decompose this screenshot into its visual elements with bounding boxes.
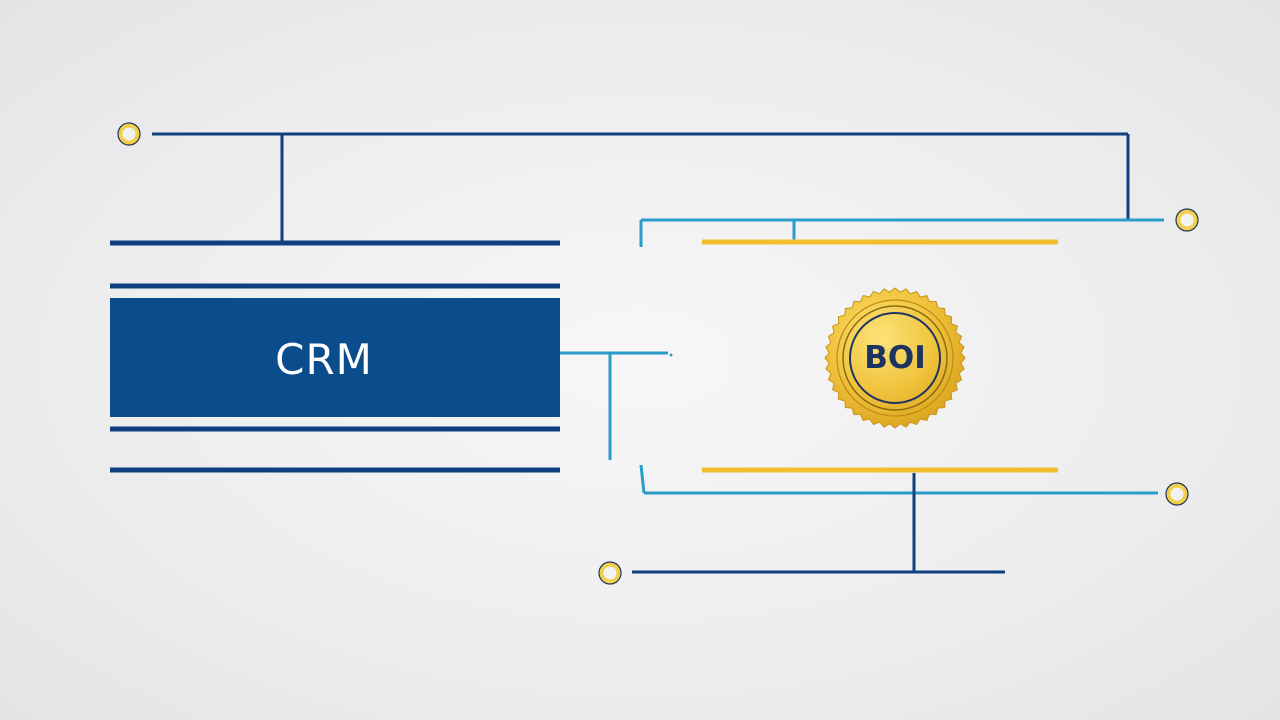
- crm-label: CRM: [275, 335, 373, 384]
- node-top-right: [1175, 208, 1199, 232]
- node-bottom-right: [1165, 482, 1189, 506]
- crm-block-label-area: CRM: [110, 298, 560, 417]
- crm-connector-dot: [669, 353, 673, 357]
- crm-block: [110, 298, 560, 417]
- node-bottom-left: [598, 561, 622, 585]
- seal-icon: [824, 287, 966, 429]
- boi-seal: BOI: [822, 287, 968, 429]
- boi-label: BOI: [864, 340, 926, 376]
- lower-cyan-left-rise: [639, 464, 646, 494]
- node-top-left: [117, 122, 141, 146]
